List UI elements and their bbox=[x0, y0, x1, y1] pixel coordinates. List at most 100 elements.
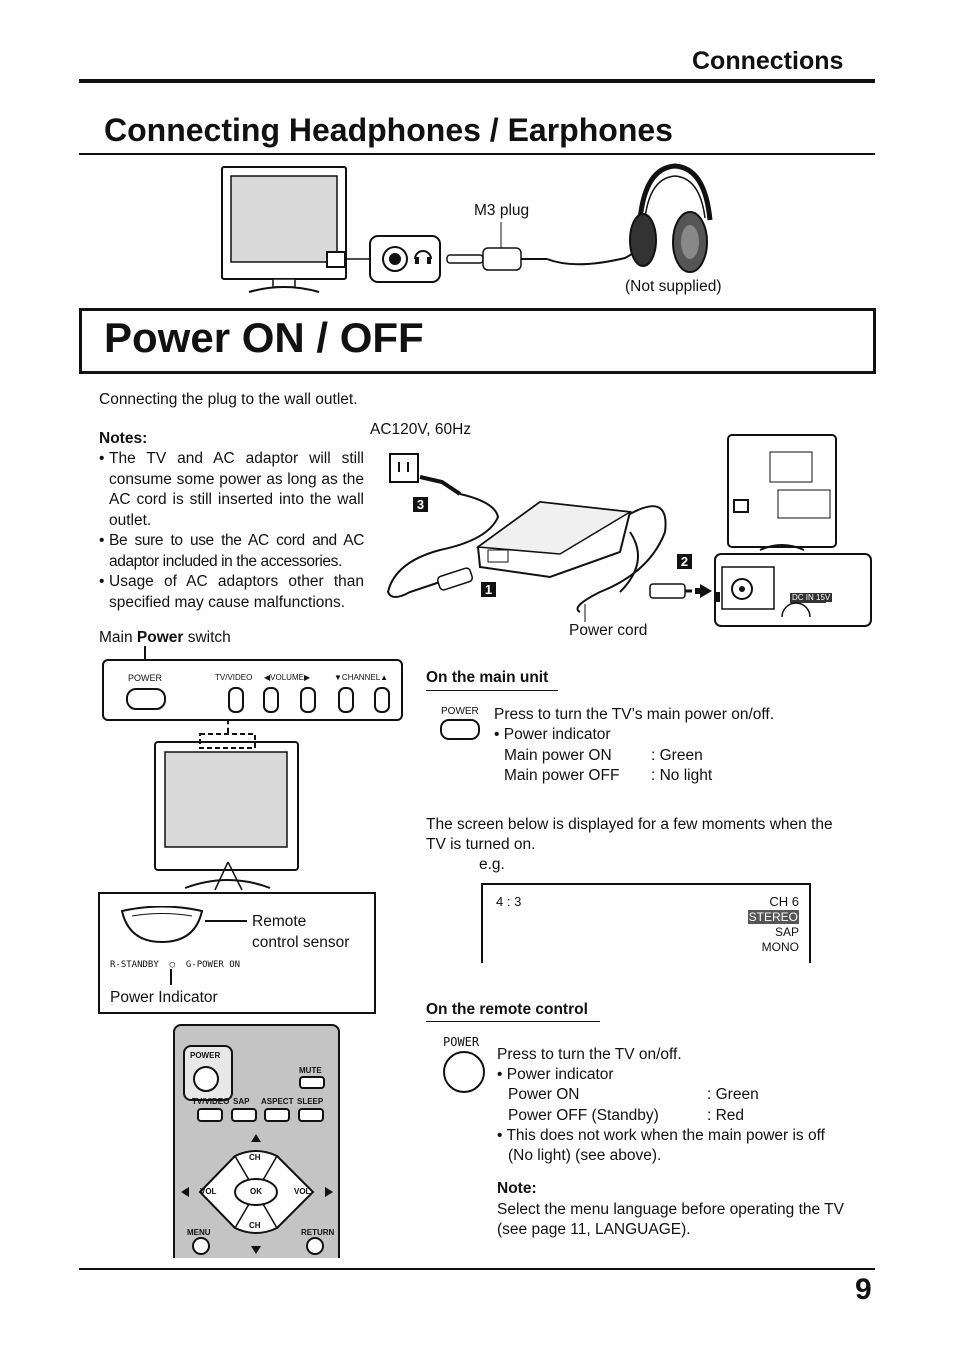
power-title-box bbox=[79, 308, 876, 374]
tv-front-icon bbox=[221, 166, 347, 293]
footer-rule bbox=[79, 1268, 875, 1270]
remote-note-line: (see page 11, LANGUAGE). bbox=[497, 1221, 691, 1238]
panel-tv-video-label: TV/VIDEO bbox=[215, 673, 253, 682]
remote-control-power-icon bbox=[443, 1051, 485, 1093]
main-unit-power-button-icon bbox=[440, 719, 480, 740]
panel-channel-label: ▼CHANNEL▲ bbox=[334, 673, 389, 682]
remote-return-label: RETURN bbox=[301, 1228, 335, 1237]
remote-aspect-label: ASPECT bbox=[261, 1097, 294, 1106]
power-intro: Connecting the plug to the wall outlet. bbox=[99, 391, 358, 408]
section-header: Connections bbox=[692, 47, 844, 75]
main-power-on-value: : Green bbox=[651, 747, 703, 764]
headphones-icon bbox=[629, 163, 713, 273]
remote-bullet-line: (No light) (see above). bbox=[508, 1147, 662, 1164]
ac-label: AC120V, 60Hz bbox=[370, 421, 472, 438]
power-cord-label: Power cord bbox=[569, 622, 648, 639]
indicator-row: R-STANDBY ◯ G-POWER ON bbox=[110, 960, 241, 970]
remote-sleep-label: SLEEP bbox=[297, 1097, 324, 1106]
note-item: Be sure to use the AC cord and AC adapto… bbox=[99, 531, 364, 572]
notes-title: Notes: bbox=[99, 430, 148, 447]
remote-mute-label: MUTE bbox=[299, 1066, 322, 1075]
osd-stereo: STEREO bbox=[747, 910, 799, 924]
remote-ch-up-label: CH bbox=[249, 1153, 261, 1162]
step-badge-3: 3 bbox=[413, 497, 428, 512]
remote-vol-right-label: VOL bbox=[294, 1187, 311, 1196]
tv-front-large bbox=[154, 733, 299, 891]
remote-power-button[interactable] bbox=[193, 1066, 219, 1092]
m3-plug-label: M3 plug bbox=[474, 202, 530, 219]
remote-sensor-label-line2: control sensor bbox=[252, 934, 350, 951]
power-off-value: : Red bbox=[707, 1107, 745, 1124]
headphones-diagram bbox=[221, 163, 713, 293]
remote-menu-label: MENU bbox=[187, 1228, 211, 1237]
wall-outlet-icon bbox=[389, 453, 419, 483]
panel-channel-up-button[interactable] bbox=[374, 687, 390, 713]
step-badge-2: 2 bbox=[677, 554, 692, 569]
eg-label: e.g. bbox=[479, 856, 505, 873]
main-unit-line: • Power indicator bbox=[494, 726, 611, 743]
panel-tv-video-button[interactable] bbox=[228, 687, 244, 713]
power-on-label: Power ON bbox=[508, 1086, 580, 1103]
power-off-label: Power OFF (Standby) bbox=[508, 1107, 659, 1124]
remote-ok-button[interactable]: OK bbox=[250, 1187, 262, 1196]
panel-volume-up-button[interactable] bbox=[300, 687, 316, 713]
step-badge-1: 1 bbox=[481, 582, 496, 597]
control-panel: POWER TV/VIDEO ◀VOLUME▶ ▼CHANNEL▲ bbox=[102, 659, 403, 721]
sensor-callout-box: Remote control sensor R-STANDBY ◯ G-POWE… bbox=[98, 892, 376, 1014]
osd-aspect: 4 : 3 bbox=[496, 894, 522, 909]
remote-control-line: Press to turn the TV on/off. bbox=[497, 1046, 682, 1063]
remote-control: POWER MUTE TV/VIDEO SAP ASPECT SLEEP CH … bbox=[173, 1024, 340, 1258]
dc-in-label: DC IN 15V bbox=[790, 593, 833, 602]
dc-in-callout bbox=[714, 553, 872, 627]
panel-channel-down-button[interactable] bbox=[338, 687, 354, 713]
panel-power-button[interactable] bbox=[126, 688, 166, 710]
remote-sensor-icon bbox=[120, 906, 204, 944]
main-power-switch-label: Main Power switch bbox=[99, 629, 231, 646]
page-number: 9 bbox=[855, 1273, 872, 1306]
remote-vol-left-label: VOL bbox=[200, 1187, 217, 1196]
sensor-leader-line bbox=[205, 920, 247, 922]
remote-control-power-label: POWER bbox=[443, 1035, 480, 1049]
remote-mute-button[interactable] bbox=[299, 1076, 325, 1089]
panel-power-label: POWER bbox=[128, 673, 163, 683]
main-power-off-label: Main power OFF bbox=[504, 767, 620, 784]
remote-sap-button[interactable] bbox=[231, 1108, 257, 1122]
remote-tv-video-label: TV/VIDEO bbox=[192, 1097, 230, 1106]
osd-sap: SAP bbox=[774, 925, 799, 939]
panel-volume-down-button[interactable] bbox=[263, 687, 279, 713]
osd-channel: CH 6 bbox=[769, 894, 799, 909]
main-power-off-value: : No light bbox=[651, 767, 713, 784]
headphones-title: Connecting Headphones / Earphones bbox=[104, 112, 673, 148]
remote-sleep-button[interactable] bbox=[298, 1108, 324, 1122]
remote-control-line: • Power indicator bbox=[497, 1066, 614, 1083]
power-on-value: : Green bbox=[707, 1086, 759, 1103]
screen-text-line: The screen below is displayed for a few … bbox=[426, 816, 833, 833]
headphone-jack-icon bbox=[369, 235, 441, 283]
note-item: Usage of AC adaptors other than specifie… bbox=[99, 572, 364, 613]
panel-volume-label: ◀VOLUME▶ bbox=[264, 673, 311, 682]
remote-bullet-line: • This does not work when the main power… bbox=[497, 1127, 825, 1144]
osd-example: 4 : 3 CH 6 STEREO SAP MONO bbox=[481, 883, 811, 963]
power-connection-diagram bbox=[386, 434, 872, 627]
remote-control-title: On the remote control bbox=[426, 1001, 588, 1018]
remote-power-label: POWER bbox=[190, 1051, 221, 1060]
tv-back-icon bbox=[727, 434, 837, 551]
remote-sap-label: SAP bbox=[233, 1097, 250, 1106]
remote-ch-down-label: CH bbox=[249, 1221, 261, 1230]
screen-text-line: TV is turned on. bbox=[426, 836, 536, 853]
headphones-title-rule bbox=[79, 153, 875, 155]
main-unit-line: Press to turn the TV’s main power on/off… bbox=[494, 706, 775, 723]
remote-navigation-pad bbox=[181, 1134, 333, 1255]
remote-note-title: Note: bbox=[497, 1180, 537, 1197]
remote-control-title-underline bbox=[426, 1021, 600, 1022]
main-unit-title: On the main unit bbox=[426, 669, 549, 686]
indicator-leader bbox=[170, 969, 172, 985]
remote-aspect-button[interactable] bbox=[264, 1108, 290, 1122]
main-unit-power-label: POWER bbox=[441, 706, 479, 717]
ac-adaptor-icon bbox=[475, 500, 633, 579]
main-unit-title-underline bbox=[426, 690, 558, 691]
power-indicator-label: Power Indicator bbox=[110, 989, 218, 1006]
panel-dashed-leader bbox=[227, 719, 229, 733]
header-rule bbox=[79, 79, 875, 83]
remote-tv-video-button[interactable] bbox=[197, 1108, 223, 1122]
